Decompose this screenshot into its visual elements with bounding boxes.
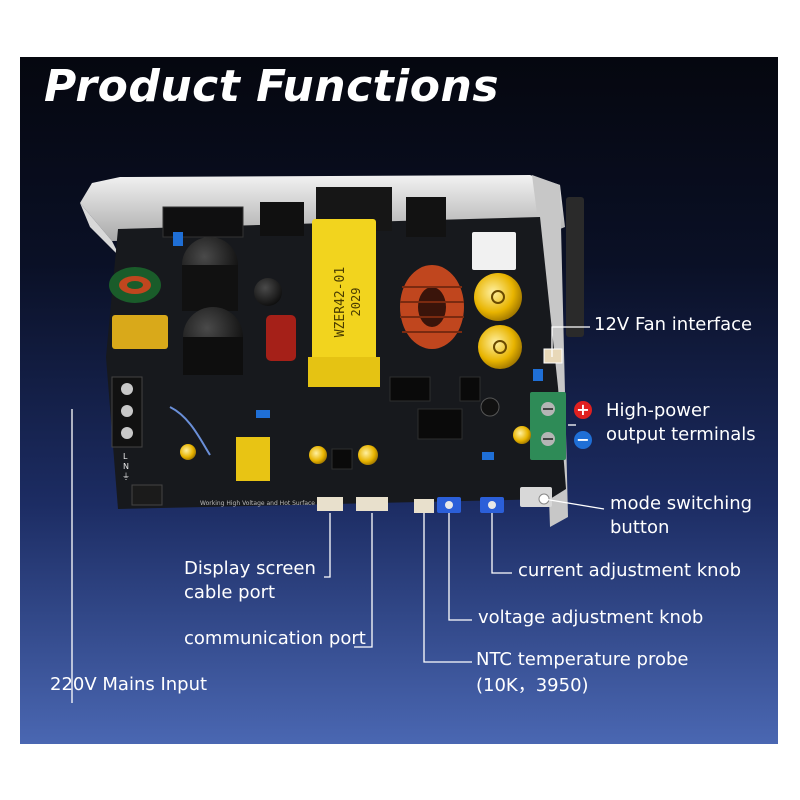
communication-port-label: communication port — [184, 628, 366, 649]
output-terminals-label-line2: output terminals — [606, 424, 756, 445]
output-terminal-block — [530, 392, 566, 460]
silkscreen-ground: ⏚ — [122, 472, 130, 481]
voltage-knob-label: voltage adjustment knob — [478, 607, 704, 628]
ic-chips — [331, 376, 481, 470]
board-diagram: WZER42-01 2029 — [71, 175, 605, 703]
display-cable-label-line2: cable port — [184, 582, 276, 603]
bulk-capacitors — [182, 237, 282, 375]
fan-connector — [543, 348, 563, 364]
cable-wires — [169, 406, 211, 456]
relay — [131, 484, 163, 506]
transformer-code: WZER42-01 — [333, 267, 348, 337]
mode-switching-label-line2: button — [610, 517, 670, 538]
callout-lines — [71, 326, 605, 703]
small-capacitors — [180, 397, 531, 465]
main-transformer: WZER42-01 2029 — [308, 219, 380, 387]
mode-switching-label-line1: mode switching — [610, 493, 753, 514]
ntc-probe-label-line1: NTC temperature probe — [476, 649, 689, 670]
ntc-probe-label-line2: (10K，3950) — [476, 675, 589, 696]
blue-components — [173, 232, 543, 460]
plus-badge: + — [574, 401, 592, 419]
current-knob-label: current adjustment knob — [518, 560, 742, 581]
product-panel: Product Functions — [20, 57, 778, 744]
page-title: Product Functions — [44, 61, 500, 112]
bottom-connectors — [317, 497, 434, 513]
silkscreen-n: N — [123, 462, 129, 471]
output-terminals-label-line1: High-power — [606, 400, 710, 421]
minus-badge: − — [574, 431, 592, 449]
transformer-date: 2029 — [349, 288, 363, 317]
x-capacitor — [112, 315, 168, 349]
choke-inductor — [109, 267, 161, 303]
silkscreen-l: L — [123, 452, 128, 461]
mains-input-label: 220V Mains Input — [50, 674, 208, 695]
board-silkscreen: Working High Voltage and Hot Surface — [200, 500, 315, 507]
aux-transformer — [236, 437, 270, 481]
mains-terminal-block — [111, 376, 143, 448]
fan-interface-label: 12V Fan interface — [594, 314, 753, 335]
film-capacitor — [266, 315, 296, 361]
output-capacitors — [474, 273, 522, 369]
toroid-inductor — [400, 265, 464, 349]
display-cable-label-line1: Display screen — [184, 558, 316, 579]
mode-switch — [520, 487, 552, 507]
adjustment-knobs — [437, 497, 504, 513]
